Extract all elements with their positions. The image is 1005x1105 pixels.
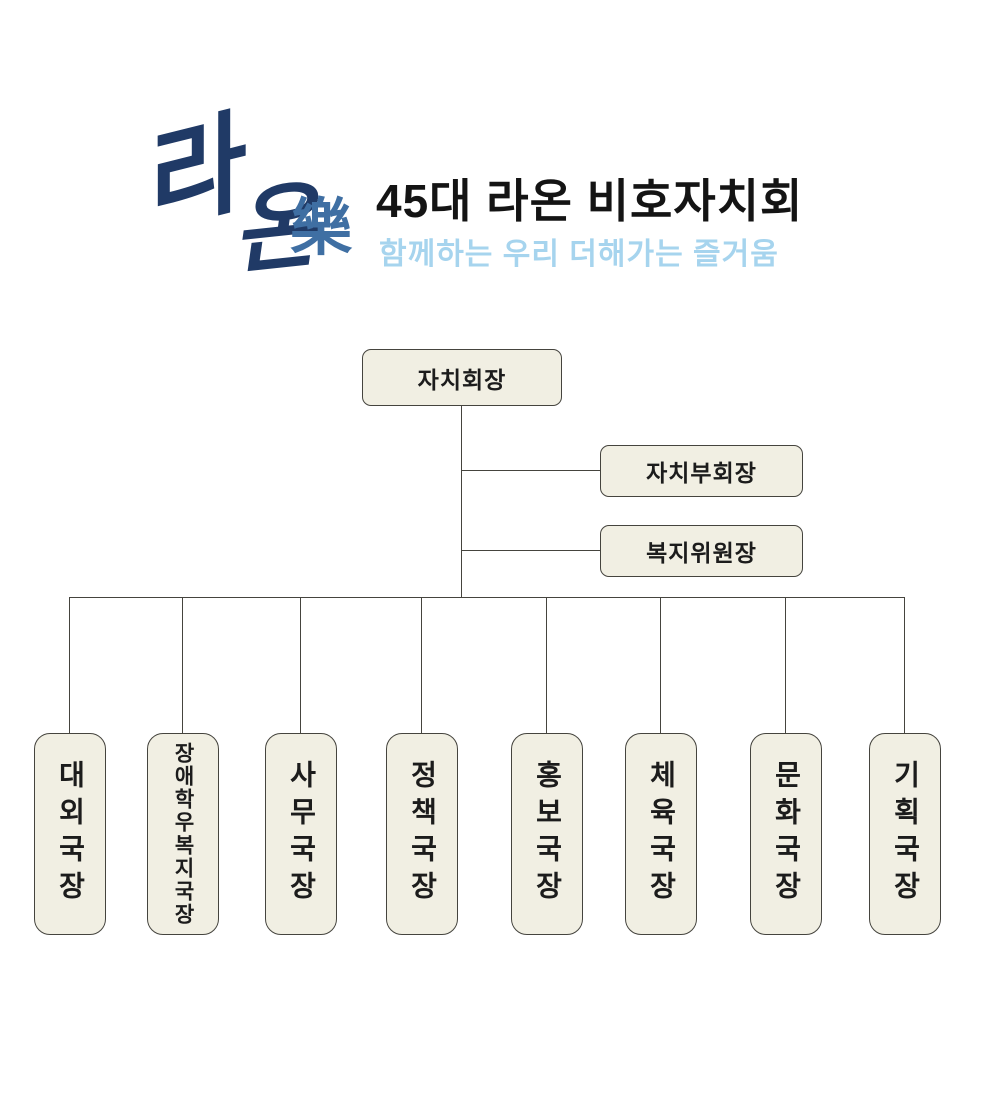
president-box: 자치회장	[362, 349, 562, 406]
page-title: 45대 라온 비호자치회	[376, 175, 804, 227]
dept-label: 체육국장	[646, 760, 677, 908]
connector-drop-1	[69, 597, 71, 733]
connector-main-horizontal	[69, 597, 905, 599]
dept-box-sports: 체육국장	[625, 733, 697, 935]
dept-box-external-affairs: 대외국장	[34, 733, 106, 935]
connector-branch-welfare	[461, 550, 600, 552]
vice-president-label: 자치부회장	[646, 460, 757, 486]
connector-drop-5	[546, 597, 548, 733]
connector-drop-2	[182, 597, 184, 733]
dept-box-public-relations: 홍보국장	[511, 733, 583, 935]
dept-label: 대외국장	[55, 760, 86, 908]
vice-president-box: 자치부회장	[600, 445, 803, 497]
president-label: 자치회장	[417, 366, 507, 393]
dept-box-policy: 정책국장	[386, 733, 458, 935]
page-subtitle: 함께하는 우리 더해가는 즐거움	[379, 238, 779, 271]
connector-drop-3	[300, 597, 302, 733]
welfare-chair-box: 복지위원장	[600, 525, 803, 577]
connector-president-vertical	[461, 406, 463, 597]
dept-label: 문화국장	[771, 760, 802, 908]
connector-drop-8	[904, 597, 906, 733]
dept-label: 정책국장	[407, 760, 438, 908]
dept-label: 홍보국장	[532, 760, 563, 908]
dept-box-disabled-student-welfare: 장애학우복지국장	[147, 733, 219, 935]
welfare-chair-label: 복지위원장	[646, 540, 757, 566]
dept-box-culture: 문화국장	[750, 733, 822, 935]
connector-drop-4	[421, 597, 423, 733]
dept-label: 장애학우복지국장	[171, 742, 195, 926]
connector-drop-7	[785, 597, 787, 733]
dept-label: 기획국장	[890, 760, 921, 908]
dept-box-secretariat: 사무국장	[265, 733, 337, 935]
dept-box-planning: 기획국장	[869, 733, 941, 935]
logo-hanja-icon: 樂	[290, 194, 353, 263]
dept-label: 사무국장	[286, 760, 317, 908]
connector-drop-6	[660, 597, 662, 733]
connector-branch-vice	[461, 470, 600, 472]
